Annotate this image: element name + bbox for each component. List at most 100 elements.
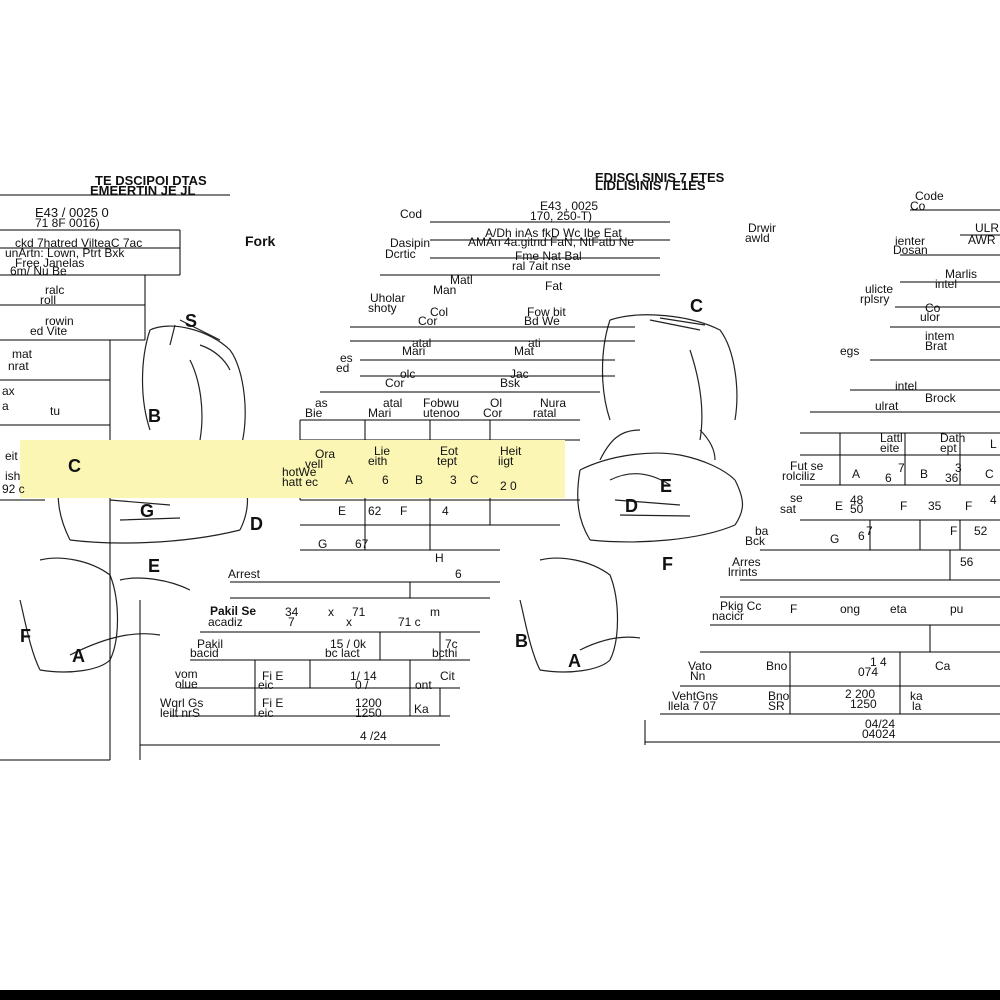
center-pkg2-val-4: bcthi (432, 646, 458, 660)
center-wt-val-5: Ka (414, 702, 429, 716)
center-wt-label-2: leilt nrS (160, 706, 201, 720)
center-base-h5: Ol (490, 396, 502, 410)
center-mat-label-2: Man (433, 283, 457, 297)
right-back-3: G (830, 532, 840, 546)
left-code-1: E43 / 0025 0 (35, 205, 109, 220)
drawing-label-f-right: F (662, 554, 673, 574)
center-vol-label: vom (175, 667, 198, 681)
drawing-label-c-left: C (68, 456, 81, 476)
right-seat-2: sat (780, 502, 797, 516)
right-wt-4: SR (768, 699, 785, 713)
left-title-1: TE DSCIPOI DTAS (95, 173, 207, 188)
left-col-c: ax (2, 384, 15, 398)
center-dim-h5: Eot (440, 444, 459, 458)
center-base-h7: Nura (540, 396, 567, 410)
highlight-band (20, 440, 565, 498)
left-mat-2: roll (40, 293, 57, 307)
center-wt-val-3: 1200 (355, 696, 382, 710)
center-dim-h6: tept (437, 454, 458, 468)
left-val-92: 92 c (2, 482, 25, 496)
center-title: EDISCI SINIS 7 ETES (595, 170, 725, 185)
center-pkg2-val-3: 7c (445, 637, 458, 651)
right-draw-label-2: awld (745, 231, 770, 245)
right-vol-5: 074 (858, 665, 879, 679)
right-uphol-label-2: rplsry (860, 292, 890, 306)
right-seat-5: 50 (850, 502, 864, 516)
right-base-1: intel (895, 379, 918, 393)
center-wt-val-1: Fi E (262, 696, 284, 710)
right-dim-h3: Dath (940, 431, 966, 445)
right-mat-label: Marlis (945, 267, 977, 281)
right-pkg-6: pu (950, 602, 964, 616)
left-col-d: a (2, 399, 9, 413)
center-dim-r3: A (345, 473, 354, 487)
center-vol-val-2: eic (258, 678, 274, 692)
right-seat-6: F (900, 499, 908, 513)
right-desc-val-2: AWR (968, 233, 996, 247)
right-vol-2: Nn (690, 669, 706, 683)
center-leg-mat-2: Mari (402, 344, 426, 358)
right-dim-r1: Fut se (790, 459, 824, 473)
left-side-label: Fork (245, 233, 276, 249)
right-seat-9: 4 (990, 493, 997, 507)
right-vol-6: Ca (935, 659, 951, 673)
right-uphol-label: ulicte (865, 282, 894, 296)
left-mat-1: ralc (45, 283, 65, 297)
center-dim-r1: hotWe (282, 465, 317, 479)
drawing-label-a-right: A (568, 651, 581, 671)
center-base-h6: Cor (483, 406, 503, 420)
center-dim-s3: F (400, 504, 408, 518)
center-dim-r4: 6 (382, 473, 389, 487)
right-wt-2: llela 7 07 (668, 699, 717, 713)
center-vol-label-2: olue (175, 677, 198, 691)
center-pkg-label-2: acadiz (208, 615, 243, 629)
right-desc-label: ienter (895, 234, 926, 248)
center-pkg-val-2: x (328, 605, 334, 619)
center-desc-3: Fme Nat Bal (515, 249, 582, 263)
center-color-val: Fow bit (527, 305, 566, 319)
center-dim-t3: H (435, 551, 444, 565)
left-col-b: nrat (8, 359, 29, 373)
left-weight-2: ish (5, 469, 21, 483)
center-code-1: E43 , 0025 (540, 199, 599, 213)
left-code-2: 71 8F 0016) (35, 216, 100, 230)
right-seat-8: F (965, 499, 973, 513)
drawing-label-f-left: F (20, 626, 31, 646)
right-code-label: Code (915, 189, 944, 203)
right-dim-r9: C (985, 467, 994, 481)
right-seat-4: 48 (850, 493, 864, 507)
center-leg-col-2: Cor (385, 376, 405, 390)
right-desc-val: ULR (975, 221, 1000, 235)
right-wt-3: Bno (768, 689, 790, 703)
center-leg-label: es (340, 351, 353, 365)
center-uphol-label-2: shoty (368, 301, 397, 315)
center-pkg-val-6: x (346, 615, 352, 629)
right-base-2: Brock (925, 391, 956, 405)
center-dim-h2: vell (305, 457, 324, 471)
right-leg-h2: Brat (925, 339, 948, 353)
right-vol-1: Vato (688, 659, 712, 673)
right-title: LIDLISINIS / E1ES (595, 178, 706, 193)
center-dim-r6: 3 (450, 473, 457, 487)
right-pkg-5: eta (890, 602, 907, 616)
center-base-label-2: Bie (305, 406, 323, 420)
left-col-a: mat (12, 347, 33, 361)
right-dim-r4: 6 (885, 471, 892, 485)
right-arm-3: 56 (960, 555, 974, 569)
center-pkg2-label: Pakil (197, 637, 224, 651)
center-dim-s4: 4 (442, 504, 449, 518)
right-arm-2: lrrints (728, 565, 758, 579)
left-desc-4: 6m/ Nu Be (10, 264, 67, 278)
center-pkg-val-7: 71 c (398, 615, 421, 629)
right-dim-r2: rolciliz (782, 469, 816, 483)
center-wt-val-4: 1250 (355, 706, 382, 720)
drawing-label-b-left: B (148, 406, 161, 426)
center-color-label: Col (430, 305, 449, 319)
right-arm-1: Arres (732, 555, 761, 569)
right-col-label: Co (925, 301, 941, 315)
center-desc-1: A/Dh inAs fkD Wc Ibe Eat (485, 226, 622, 240)
right-back-6: F (950, 524, 958, 538)
center-vol-val-6: ont (415, 678, 432, 692)
center-base-h8: ratal (533, 406, 557, 420)
